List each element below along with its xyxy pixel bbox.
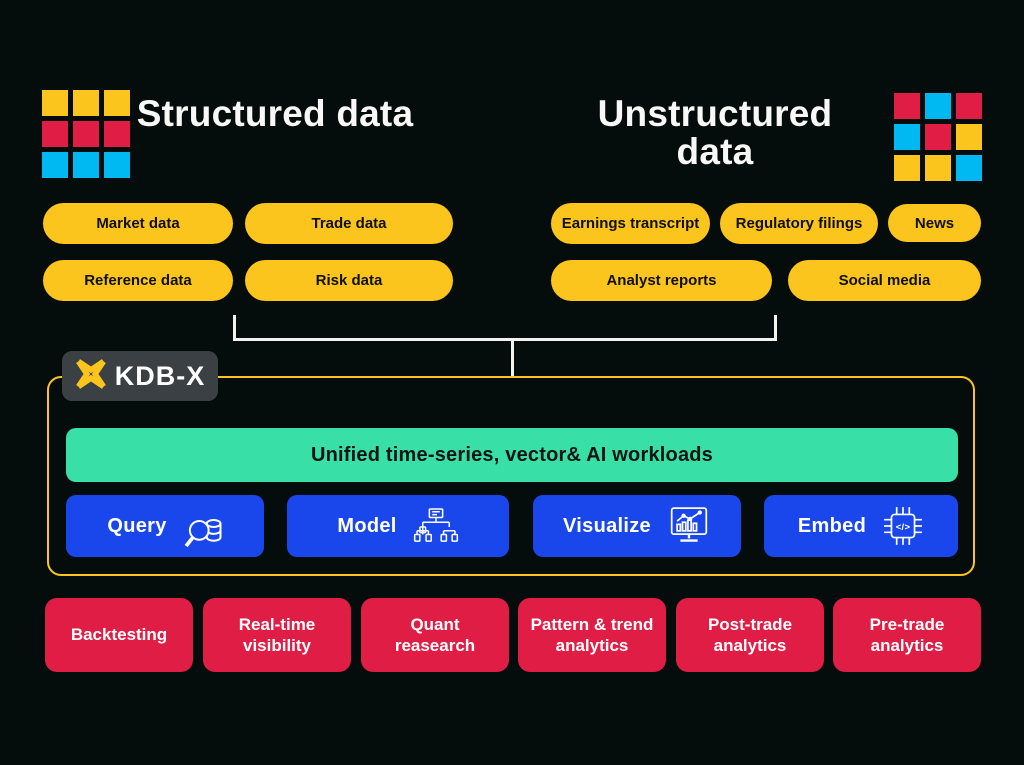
- pill-social-media: Social media: [788, 260, 981, 301]
- red-square: [956, 93, 982, 119]
- red-square: [42, 121, 68, 147]
- cyan-square: [42, 152, 68, 178]
- connector-left-drop-line: [233, 315, 236, 341]
- unified-workloads-banner: Unified time-series, vector& AI workload…: [66, 428, 958, 482]
- pill-risk-data: Risk data: [245, 260, 453, 301]
- structured-data-heading: Structured data: [136, 93, 414, 134]
- cyan-square: [104, 152, 130, 178]
- pill-earnings-transcript: Earnings transcript: [551, 203, 710, 244]
- org-chart-icon: [413, 508, 459, 544]
- chip-code-icon: </>: [882, 505, 924, 547]
- yellow-square: [42, 90, 68, 116]
- connector-right-drop-line: [774, 315, 777, 341]
- chart-monitor-icon: [667, 506, 711, 546]
- capability-visualize: Visualize: [533, 495, 741, 557]
- pill-market-data: Market data: [43, 203, 233, 244]
- analytic-realtime-visibility: Real-time visibility: [203, 598, 351, 672]
- capability-embed: </> Embed: [764, 495, 958, 557]
- capability-label: Visualize: [563, 514, 651, 537]
- capability-label: Model: [337, 514, 397, 537]
- unstructured-data-heading: Unstructured data: [597, 93, 833, 172]
- pill-trade-data: Trade data: [245, 203, 453, 244]
- cyan-square: [894, 124, 920, 150]
- cyan-square: [956, 155, 982, 181]
- analytic-pre-trade: Pre-trade analytics: [833, 598, 981, 672]
- yellow-square: [956, 124, 982, 150]
- cyan-square: [73, 152, 99, 178]
- pill-news: News: [888, 204, 981, 242]
- connector-center-stem-line: [511, 338, 514, 376]
- capability-model: Model: [287, 495, 509, 557]
- analytic-backtesting: Backtesting: [45, 598, 193, 672]
- color-grid-icon: [42, 90, 130, 178]
- magnifier-database-icon: [183, 511, 223, 551]
- color-grid-icon: [894, 93, 982, 181]
- yellow-square: [104, 90, 130, 116]
- yellow-square: [73, 90, 99, 116]
- connector-horizontal-line: [233, 338, 777, 341]
- cyan-square: [925, 93, 951, 119]
- pill-reference-data: Reference data: [43, 260, 233, 301]
- capability-query: Query: [66, 495, 264, 557]
- analytic-post-trade: Post-trade analytics: [676, 598, 824, 672]
- yellow-square: [894, 155, 920, 181]
- svg-text:</>: </>: [896, 522, 911, 533]
- yellow-square: [925, 155, 951, 181]
- kx-chevron-star-icon: [75, 358, 107, 395]
- pill-regulatory-filings: Regulatory filings: [720, 203, 878, 244]
- red-square: [104, 121, 130, 147]
- analytic-pattern-trend: Pattern & trend analytics: [518, 598, 666, 672]
- kdbx-logo-text: KDB-X: [114, 360, 206, 391]
- red-square: [73, 121, 99, 147]
- kdbx-logo-badge: KDB-X: [62, 351, 218, 401]
- capability-label: Query: [107, 514, 167, 537]
- pill-analyst-reports: Analyst reports: [551, 260, 772, 301]
- red-square: [894, 93, 920, 119]
- analytic-quant-research: Quant reasearch: [361, 598, 509, 672]
- kdbx-platform-box: [47, 376, 975, 576]
- red-square: [925, 124, 951, 150]
- capability-label: Embed: [797, 514, 867, 537]
